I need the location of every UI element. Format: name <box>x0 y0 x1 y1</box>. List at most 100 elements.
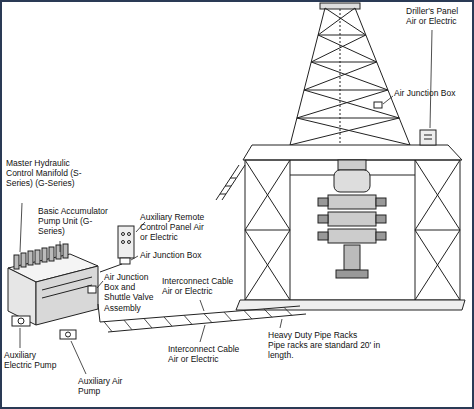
illustration-part <box>245 230 290 300</box>
illustration-part <box>131 256 138 260</box>
illustration-part <box>415 230 460 300</box>
illustration-part <box>128 233 131 236</box>
illustration-part <box>376 215 386 223</box>
illustration-part <box>28 251 33 265</box>
illustration-part <box>344 245 360 270</box>
illustration-part <box>124 320 132 330</box>
callout-label: Auxiliary Electric Pump <box>4 350 62 370</box>
illustration-part <box>245 230 290 231</box>
illustration-part <box>21 253 26 267</box>
illustration-part <box>200 300 204 311</box>
illustration-part <box>328 229 376 243</box>
callout-label: Master Hydraulic Control Manifold (S-Ser… <box>6 158 84 189</box>
illustration-part <box>36 266 98 325</box>
illustration-part <box>220 194 226 195</box>
illustration-part <box>216 165 239 200</box>
illustration-part <box>122 233 125 236</box>
illustration-part <box>49 247 54 261</box>
illustration-part <box>318 232 328 240</box>
illustration-part <box>374 102 382 108</box>
illustration-part <box>118 226 134 258</box>
illustration-part <box>424 139 432 140</box>
illustration-part <box>328 212 376 226</box>
illustration-part <box>415 160 460 230</box>
illustration-part <box>290 8 399 145</box>
illustration-part <box>35 250 40 264</box>
illustration-part <box>230 178 236 179</box>
illustration-part <box>42 277 92 290</box>
illustration-part <box>284 307 292 315</box>
illustration-part <box>290 8 325 145</box>
illustration-part <box>97 281 103 288</box>
illustration-part <box>20 328 21 348</box>
illustration-part <box>328 195 376 209</box>
callout-label: Interconnect Cable Air or Electric <box>168 344 250 364</box>
illustration-part <box>20 30 432 374</box>
illustration-part <box>63 244 68 258</box>
illustration-part <box>60 241 61 252</box>
illustration-part <box>98 304 100 322</box>
callout-label: Driller's Panel Air or Electric <box>406 6 470 26</box>
illustration-part <box>376 198 386 206</box>
illustration-part <box>14 255 19 269</box>
illustration-part <box>42 248 47 262</box>
illustration-part <box>245 160 290 230</box>
illustration-part <box>108 314 306 332</box>
callout-label: Air Junction Box <box>394 88 470 98</box>
illustration-part <box>60 330 76 339</box>
illustration-part <box>204 314 212 323</box>
illustration-part <box>104 322 112 332</box>
illustration-part <box>338 160 366 170</box>
illustration-part <box>420 130 436 145</box>
illustration-part <box>120 258 130 264</box>
callout-label: Air Junction Box <box>140 250 220 260</box>
callout-label: Pipe racks are standard 20' in length. <box>268 340 398 360</box>
illustration-part <box>243 145 462 160</box>
callout-label: Heavy Duty Pipe Racks <box>268 330 398 340</box>
illustration-part <box>304 90 388 91</box>
illustration-part <box>264 309 272 317</box>
illustration-part <box>200 325 205 342</box>
illustration-part <box>334 170 370 192</box>
illustration-part <box>318 215 328 223</box>
illustration-part <box>318 35 366 36</box>
illustration-part <box>128 241 131 244</box>
illustration-part <box>144 319 152 329</box>
callout-label: Auxiliary Air Pump <box>78 376 128 396</box>
illustration-part <box>430 30 432 128</box>
illustration-part <box>336 270 368 278</box>
callout-label: Auxiliary Remote Control Panel Air or El… <box>140 212 212 243</box>
illustration-part <box>42 285 92 298</box>
illustration-part <box>184 315 192 324</box>
illustration-part <box>224 312 232 321</box>
illustration-part <box>280 319 282 328</box>
illustration-part <box>222 165 245 200</box>
illustration-part <box>66 332 71 337</box>
illustration-part <box>88 286 96 293</box>
illustration-part <box>383 96 393 104</box>
illustration-part <box>245 230 290 300</box>
illustration-part <box>355 8 410 145</box>
illustration-part <box>245 160 290 230</box>
illustration-part <box>297 8 410 145</box>
illustration-part <box>244 311 252 320</box>
illustration-part <box>376 232 386 240</box>
illustration-part <box>311 62 377 63</box>
illustration-part <box>340 9 341 150</box>
illustration-part <box>8 268 36 325</box>
callout-label: Interconnect Cable Air or Electric <box>162 276 242 296</box>
illustration-part <box>318 198 328 206</box>
illustration-part <box>225 186 231 187</box>
illustration-part <box>415 160 460 230</box>
illustration-part <box>122 241 125 244</box>
illustration-part <box>12 316 30 326</box>
illustration-part <box>245 160 460 300</box>
illustration-part <box>415 230 460 300</box>
callout-label: Basic Accumulator Pump Unit (G-Series) <box>38 206 118 237</box>
illustration-part <box>415 230 460 231</box>
illustration-part <box>20 203 22 252</box>
